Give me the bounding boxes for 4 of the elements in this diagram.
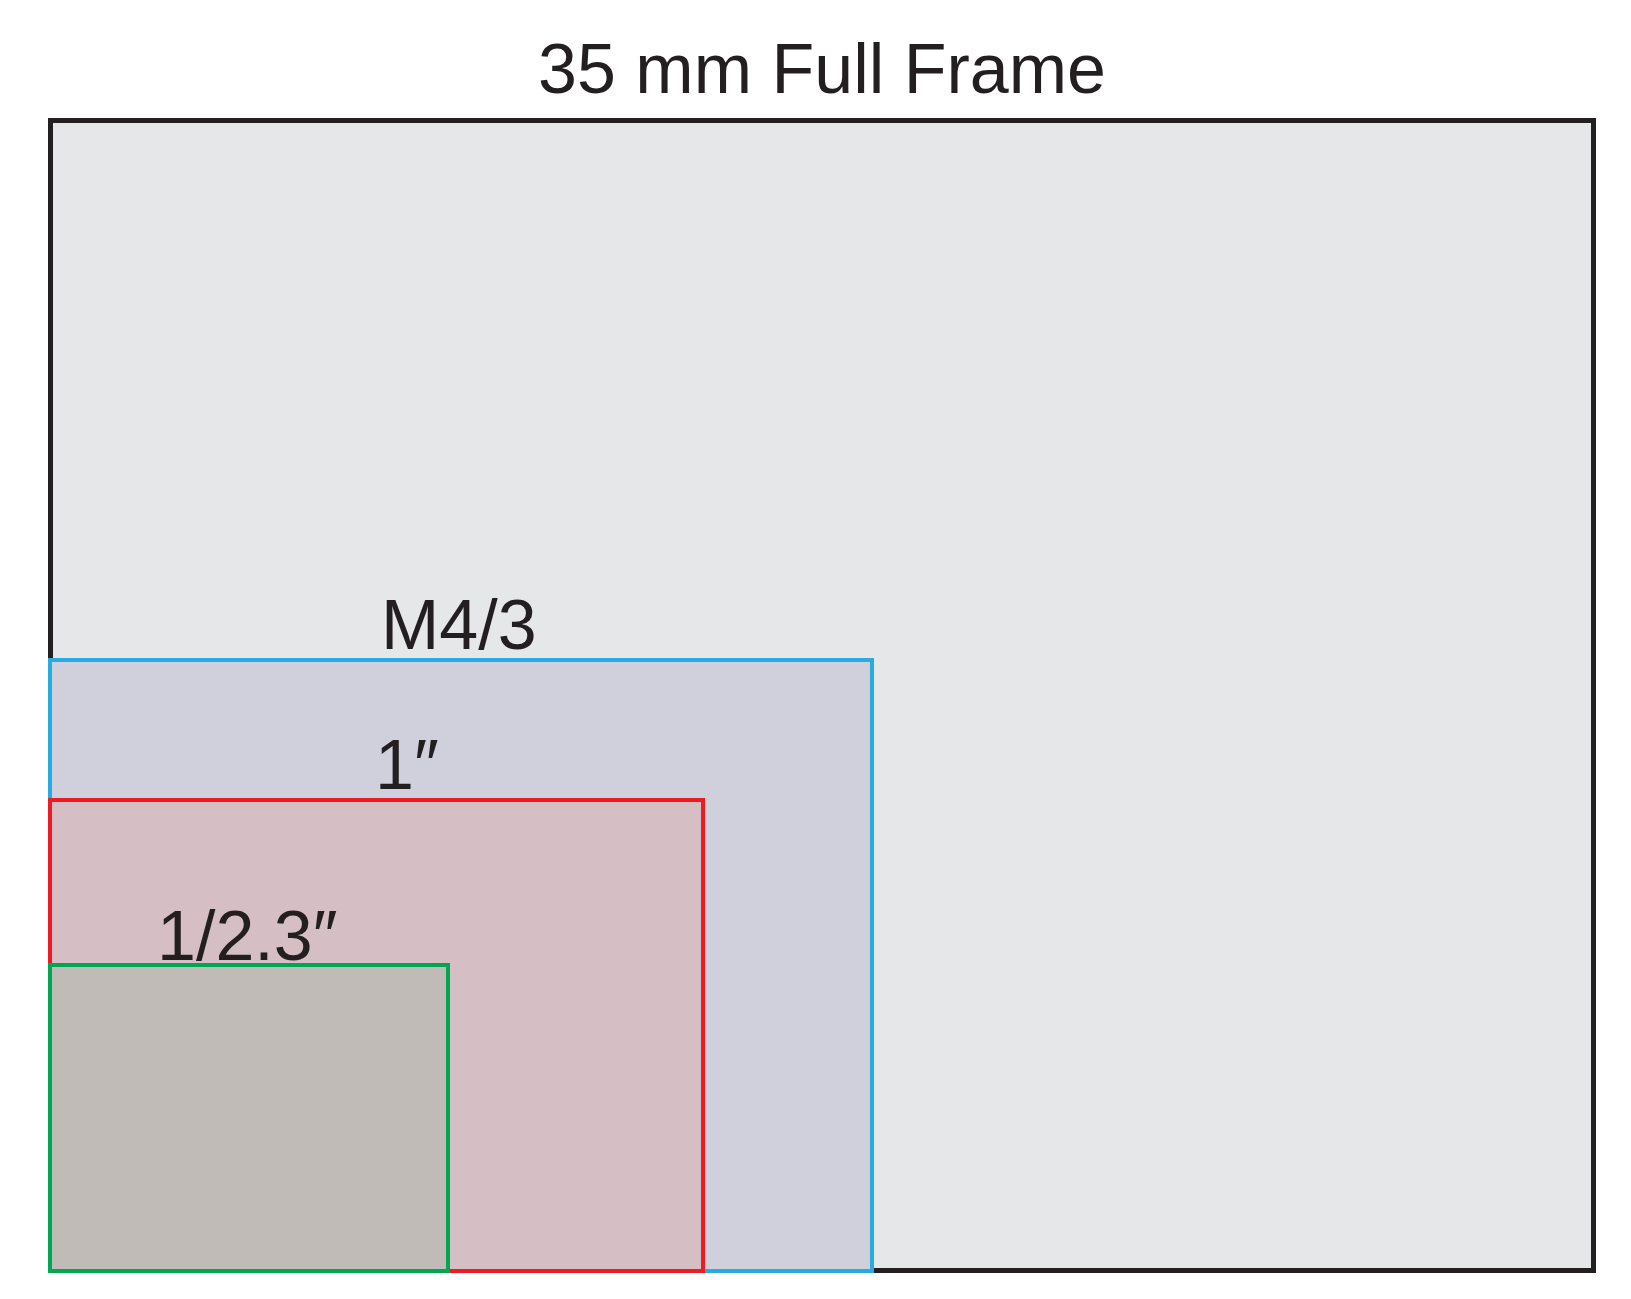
size-label: 1″ [375,730,439,800]
size-label: 1/2.3″ [157,901,338,971]
size-label: M4/3 [381,590,537,660]
size-label: 35 mm Full Frame [537,34,1107,104]
